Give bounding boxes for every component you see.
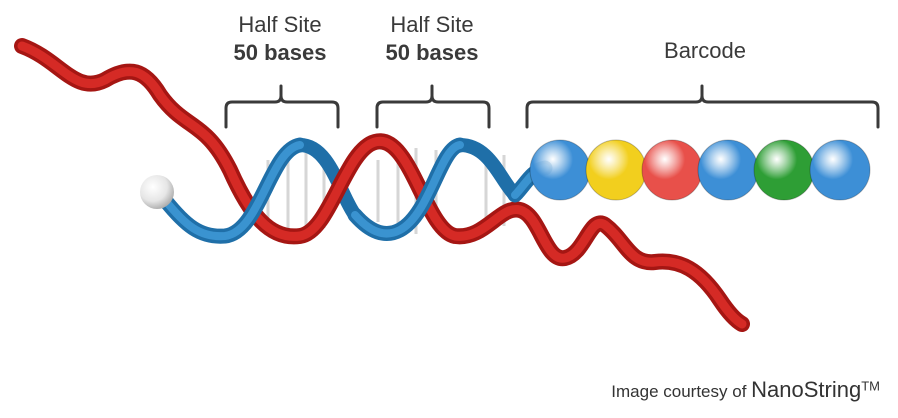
half-site-title-2: Half Site bbox=[390, 12, 474, 37]
bracket-half-site-1 bbox=[224, 84, 340, 129]
barcode-spot-5 bbox=[753, 139, 815, 201]
barcode-title: Barcode bbox=[664, 38, 746, 63]
barcode-spot-2 bbox=[585, 139, 647, 201]
barcode-spot-4 bbox=[697, 139, 759, 201]
barcode-label: Barcode bbox=[620, 40, 790, 62]
half-site-title-1: Half Site bbox=[238, 12, 322, 37]
half-site-label-2: Half Site 50 bases bbox=[357, 14, 507, 64]
credit-prefix: Image courtesy of bbox=[611, 382, 752, 401]
bracket-half-site-2 bbox=[375, 84, 491, 129]
barcode-spots bbox=[529, 139, 871, 201]
trademark-symbol: TM bbox=[861, 378, 880, 394]
base-pair-rungs bbox=[266, 148, 506, 234]
image-credit: Image courtesy of NanoStringTM bbox=[611, 377, 880, 403]
half-site-count-1: 50 bases bbox=[233, 40, 327, 65]
barcode-spot-1 bbox=[529, 139, 591, 201]
capture-bead bbox=[140, 175, 174, 209]
credit-brand: NanoString bbox=[751, 377, 862, 402]
barcode-spot-6 bbox=[809, 139, 871, 201]
half-site-count-2: 50 bases bbox=[385, 40, 479, 65]
half-site-label-1: Half Site 50 bases bbox=[205, 14, 355, 64]
barcode-spot-3 bbox=[641, 139, 703, 201]
bracket-barcode bbox=[525, 84, 880, 129]
